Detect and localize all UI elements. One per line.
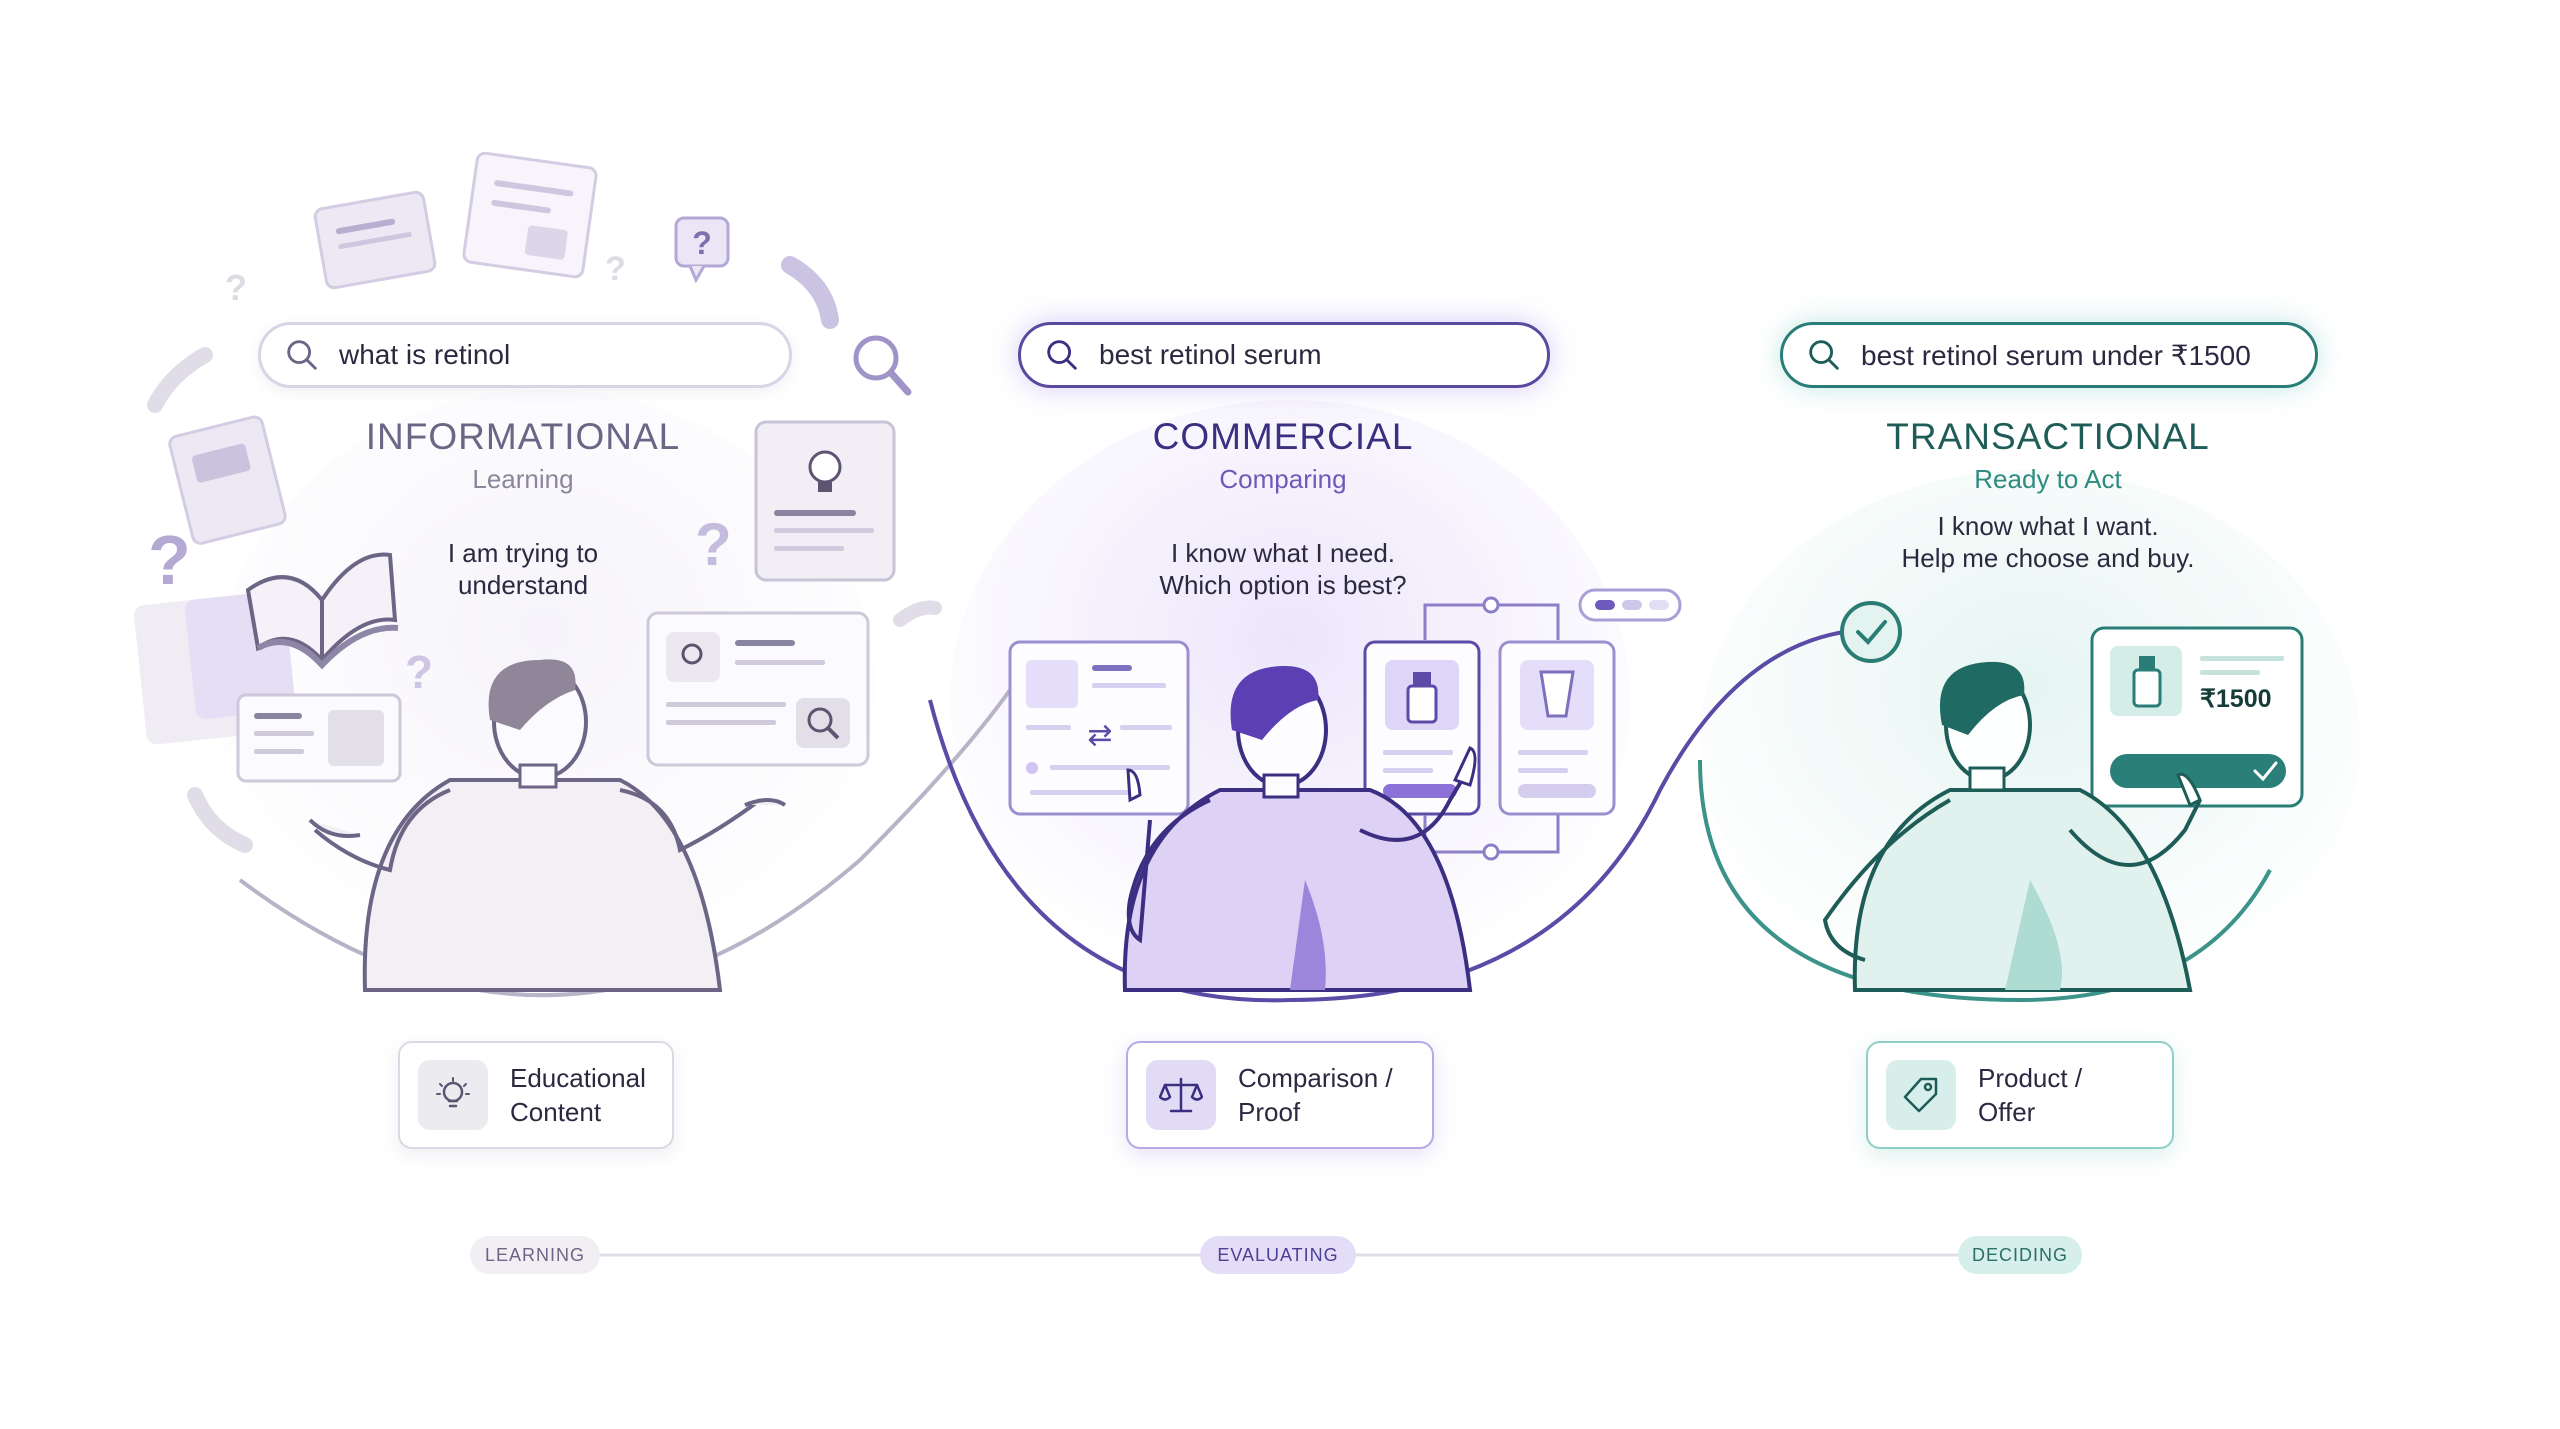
scattered-question-marks: ? ? ? ? ? [148, 250, 732, 698]
phase-pill-learning: LEARNING [470, 1236, 600, 1274]
content-type-label: Comparison / Proof [1238, 1063, 1393, 1127]
search-icon [287, 340, 317, 370]
svg-text:?: ? [695, 511, 732, 578]
pagination-dots-chip [1578, 588, 1682, 622]
product-offer-card[interactable]: Product / Offer [1866, 1041, 2174, 1149]
search-query-text: best retinol serum under ₹1500 [1861, 339, 2251, 371]
search-query-text: best retinol serum [1099, 339, 1322, 370]
informational-search-bar[interactable]: what is retinol [258, 322, 792, 388]
informational-subtitle: Learning [472, 464, 574, 494]
quote-line: understand [457, 570, 589, 600]
transactional-quote: I know what I want. Help me choose and b… [1768, 510, 2328, 574]
quote-line: Which option is best? [1159, 570, 1407, 600]
lightbulb-icon [418, 1060, 488, 1130]
search-icon [1047, 340, 1077, 370]
educational-content-card[interactable]: Educational Content [398, 1041, 674, 1149]
content-type-label: Product / Offer [1978, 1063, 2083, 1127]
informational-person-shrugging [308, 659, 787, 992]
price-tag-icon [1903, 1077, 1938, 1113]
commercial-search-bar[interactable]: best retinol serum [1018, 322, 1550, 388]
svg-text:?: ? [692, 225, 712, 261]
price-tag-icon [1886, 1060, 1956, 1130]
balance-scale-icon [1146, 1060, 1216, 1130]
informational-heading: INFORMATIONAL [365, 416, 681, 457]
svg-text:?: ? [405, 646, 433, 698]
comparison-proof-card[interactable]: Comparison / Proof [1126, 1041, 1434, 1149]
small-info-card [236, 693, 402, 783]
tube-product-card [1498, 640, 1616, 816]
svg-text:?: ? [148, 521, 191, 599]
transactional-person-buying [1822, 661, 2202, 992]
transactional-search-bar[interactable]: best retinol serum under ₹1500 [1780, 322, 2318, 388]
commercial-quote: I know what I need. Which option is best… [1003, 537, 1563, 601]
checkmark-badge-icon [1840, 601, 1902, 663]
svg-text:?: ? [225, 267, 247, 308]
offer-product-card: ₹1500 [2090, 626, 2304, 808]
quote-line: I know what I need. [1170, 538, 1396, 568]
svg-text:?: ? [605, 250, 626, 288]
informational-quote: I am trying to understand [243, 537, 803, 601]
commercial-subtitle: Comparing [1219, 464, 1347, 494]
floating-document-cards [133, 151, 598, 745]
commercial-heading: COMMERCIAL [1152, 416, 1414, 457]
quote-line: Help me choose and buy. [1901, 543, 2195, 573]
svg-text:₹1500: ₹1500 [2200, 685, 2272, 713]
lightbulb-icon [436, 1077, 470, 1108]
lightbulb-document-card [754, 420, 896, 582]
open-book-icon [245, 552, 399, 670]
decorative-arcs [147, 256, 942, 853]
question-bubble-icon: ? [674, 216, 730, 284]
search-article-card [646, 611, 870, 767]
magnifier-icon [853, 335, 912, 396]
transactional-subtitle: Ready to Act [1974, 464, 2122, 494]
phase-pill-deciding: DECIDING [1958, 1236, 2082, 1274]
transactional-heading: TRANSACTIONAL [1886, 416, 2210, 457]
balance-scale-icon [1159, 1077, 1203, 1113]
quote-line: I know what I want. [1937, 511, 2159, 541]
commercial-person-comparing [1122, 665, 1477, 992]
content-type-label: Educational Content [510, 1063, 646, 1127]
search-icon [1809, 340, 1839, 370]
serum-product-card [1363, 640, 1481, 816]
quote-line: I am trying to [447, 538, 599, 568]
search-query-text: what is retinol [339, 339, 511, 370]
svg-text:⇄: ⇄ [1087, 718, 1112, 753]
compare-list-card: ⇄ [1008, 640, 1190, 816]
phase-pill-evaluating: EVALUATING [1200, 1236, 1356, 1274]
flow-curve-transactional [1698, 759, 2272, 1003]
